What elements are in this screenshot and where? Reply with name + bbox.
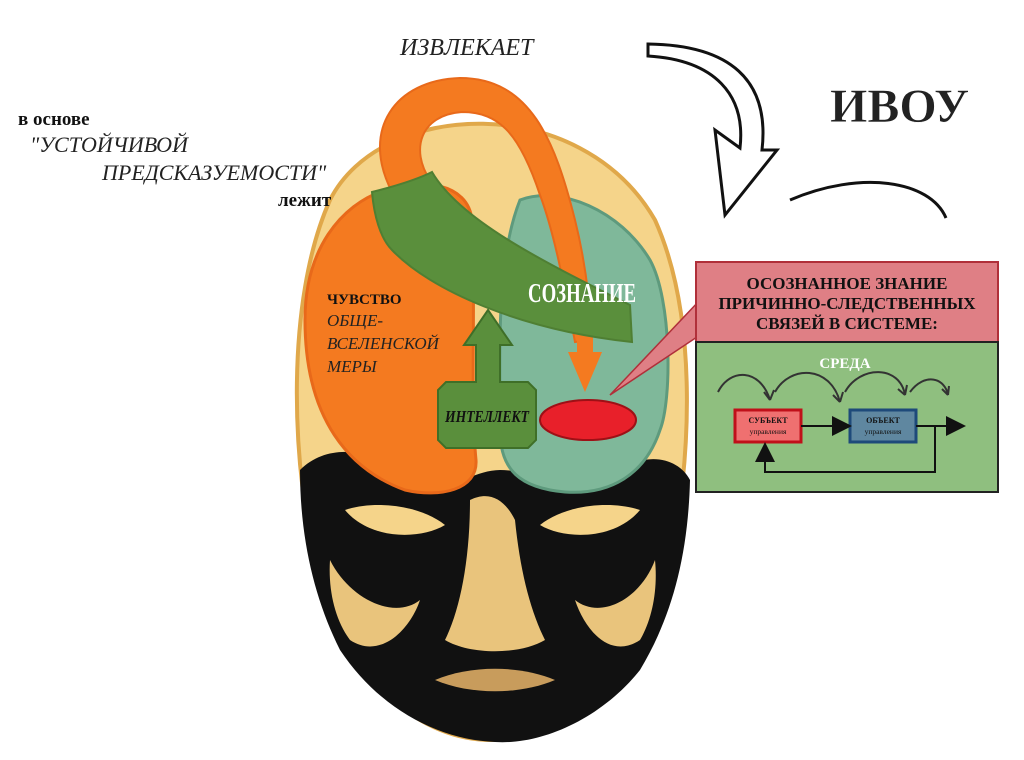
basis-line-2: "УСТОЙЧИВОЙ [30, 132, 189, 157]
feeling-line-1: ОБЩЕ- [327, 311, 383, 330]
subject-box [733, 408, 803, 444]
intellect-label: ИНТЕЛЛЕКТ [444, 407, 529, 426]
left-cheek [329, 560, 420, 647]
feeling-line-3: МЕРЫ [326, 357, 378, 376]
intellect-band [370, 170, 634, 344]
basis-line-3: ПРЕДСКАЗУЕМОСТИ" [101, 160, 327, 185]
object-line-1: ОБЪЕКТ [866, 416, 900, 425]
subject-line-1: СУБЪЕКТ [748, 416, 788, 425]
acronym-title: ИВОУ [830, 80, 969, 133]
feeling-title: ЧУВСТВО [327, 292, 402, 308]
right-cheek [575, 560, 656, 647]
mouth [435, 668, 555, 692]
basis-line-4: лежит [278, 190, 332, 211]
knowledge-ellipse [539, 399, 637, 441]
object-line-2: управления [865, 427, 902, 436]
callout-line-1: ОСОЗНАННОЕ ЗНАНИЕ [747, 274, 948, 293]
nose-highlight [445, 496, 545, 652]
intellect-arrow [437, 308, 537, 449]
consciousness-label: СОЗНАНИЕ [528, 278, 636, 308]
top-arc-arrow [646, 42, 781, 219]
arch-arrow-head [568, 352, 602, 392]
left-eye [345, 505, 445, 535]
environment-influence-arrows [717, 371, 950, 403]
environment-label: СРЕДА [819, 356, 870, 372]
basis-line-1: в основе [18, 109, 90, 130]
extracts-label: ИЗВЛЕКАЕТ [399, 35, 535, 61]
object-box [848, 408, 918, 444]
subject-line-2: управления [750, 427, 787, 436]
right-eye [540, 505, 640, 535]
right-arc [789, 181, 948, 219]
callout-line-2: ПРИЧИННО-СЛЕДСТВЕННЫХ [718, 294, 976, 313]
feeling-line-2: ВСЕЛЕНСКОЙ [327, 334, 441, 353]
feedback-loop [755, 426, 936, 473]
callout-box [695, 261, 999, 343]
callout-line-3: СВЯЗЕЙ В СИСТЕМЕ: [756, 314, 938, 333]
